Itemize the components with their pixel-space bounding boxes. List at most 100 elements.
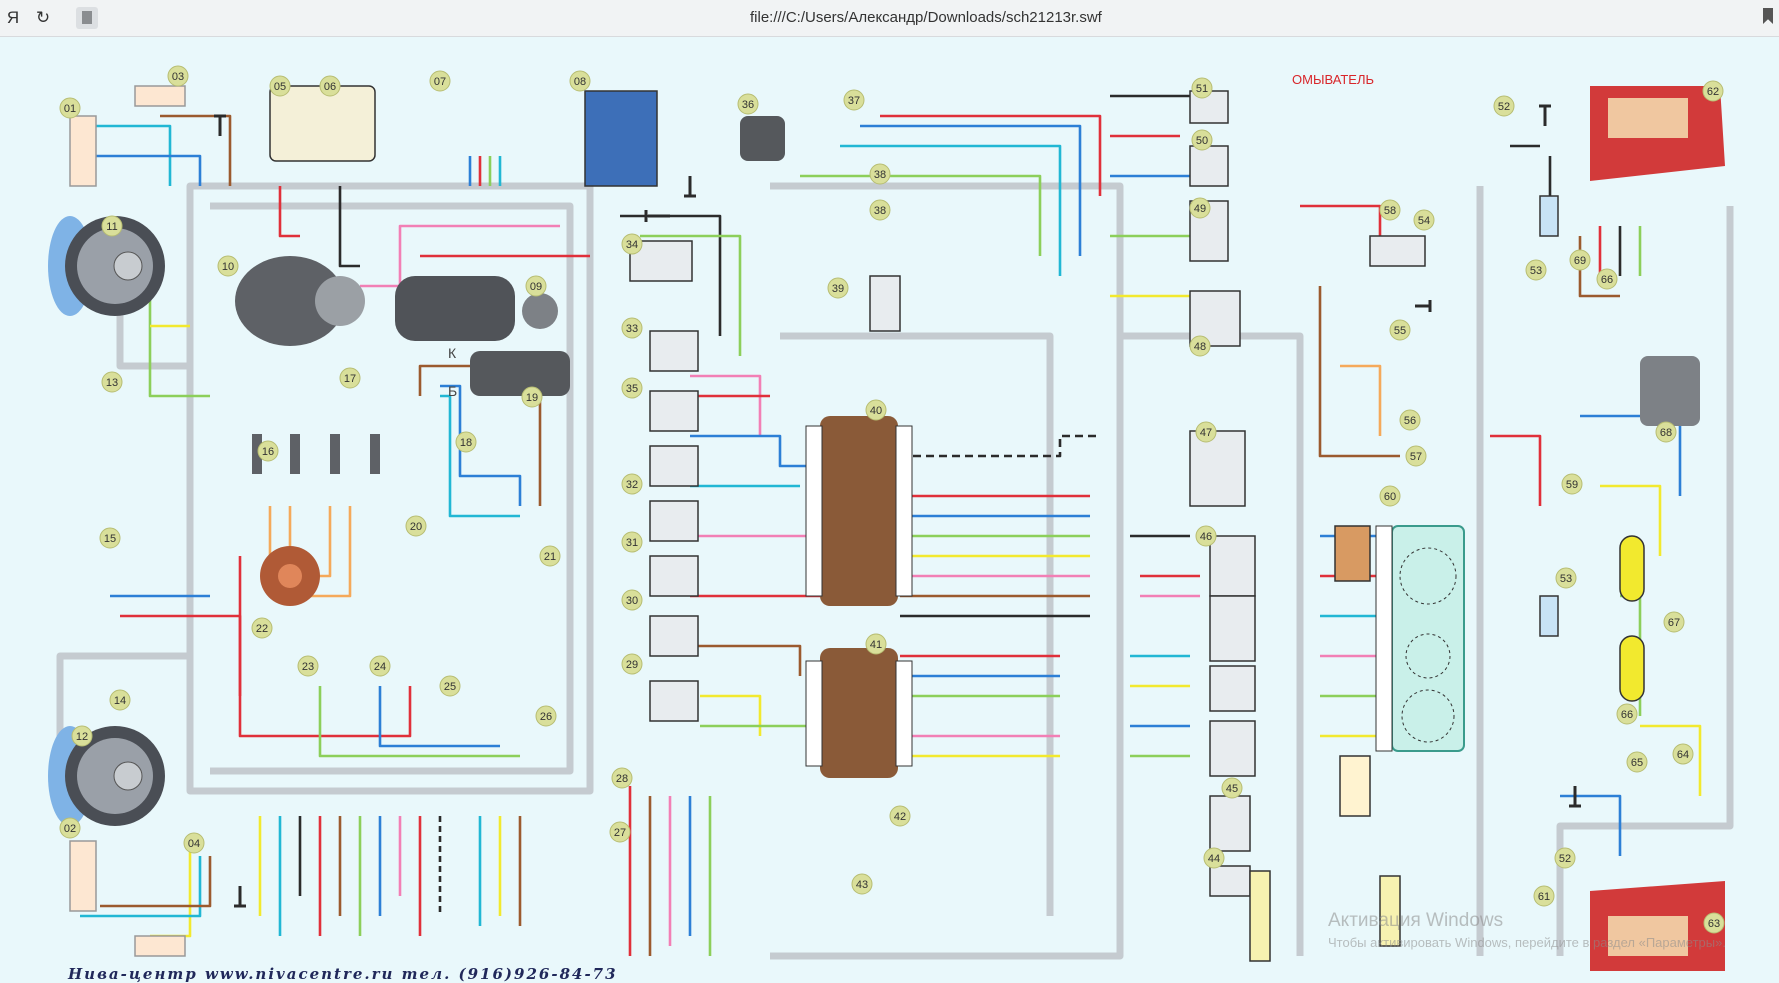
component-number-59: 59 bbox=[1561, 473, 1583, 495]
component-number-17: 17 bbox=[339, 367, 361, 389]
svg-text:30: 30 bbox=[626, 595, 638, 607]
address-bar[interactable]: file:///C:/Users/Александр/Downloads/sch… bbox=[750, 9, 1102, 26]
component-number-45: 45 bbox=[1221, 777, 1243, 799]
component-number-38: 38 bbox=[869, 199, 891, 221]
rear-lamp-top bbox=[1590, 86, 1725, 181]
svg-text:18: 18 bbox=[460, 437, 472, 449]
component-number-09: 09 bbox=[525, 275, 547, 297]
component-number-43: 43 bbox=[851, 873, 873, 895]
footer-contact: Нива-центр www.nivacentre.ru тел. (916)9… bbox=[68, 965, 618, 983]
component-number-37: 37 bbox=[843, 89, 865, 111]
ground-symbols bbox=[214, 104, 1581, 908]
component-number-12: 12 bbox=[71, 725, 93, 747]
svg-text:66: 66 bbox=[1601, 274, 1613, 286]
svg-text:31: 31 bbox=[626, 537, 638, 549]
svg-text:53: 53 bbox=[1530, 265, 1542, 277]
component-number-50: 50 bbox=[1191, 129, 1213, 151]
bookmark-icon[interactable] bbox=[1763, 8, 1773, 24]
svg-text:09: 09 bbox=[530, 281, 542, 293]
fuse-block-41 bbox=[805, 648, 913, 778]
component-number-49: 49 bbox=[1189, 197, 1211, 219]
component-number-41: 41 bbox=[865, 633, 887, 655]
back-button[interactable]: Я bbox=[6, 8, 20, 27]
svg-text:08: 08 bbox=[574, 76, 586, 88]
fan-motor bbox=[740, 116, 785, 161]
svg-text:32: 32 bbox=[626, 479, 638, 491]
svg-text:50: 50 bbox=[1196, 135, 1208, 147]
component-number-65: 65 bbox=[1626, 751, 1648, 773]
svg-text:60: 60 bbox=[1384, 491, 1396, 503]
distributor bbox=[260, 546, 320, 606]
spark-plugs bbox=[252, 434, 380, 474]
svg-text:06: 06 bbox=[324, 81, 336, 93]
component-number-67: 67 bbox=[1663, 611, 1685, 633]
svg-text:62: 62 bbox=[1707, 86, 1719, 98]
terminal-k: К bbox=[448, 345, 457, 361]
windows-activation-text: Чтобы активировать Windows, перейдите в … bbox=[1328, 935, 1726, 950]
component-number-40: 40 bbox=[865, 399, 887, 421]
component-number-56: 56 bbox=[1399, 409, 1421, 431]
svg-text:22: 22 bbox=[256, 623, 268, 635]
component-number-66: 66 bbox=[1596, 268, 1618, 290]
svg-text:66: 66 bbox=[1621, 709, 1633, 721]
component-number-63: 63 bbox=[1703, 912, 1725, 934]
svg-text:53: 53 bbox=[1560, 573, 1572, 585]
component-number-64: 64 bbox=[1672, 743, 1694, 765]
component-number-55: 55 bbox=[1389, 319, 1411, 341]
svg-text:44: 44 bbox=[1208, 853, 1220, 865]
reload-icon[interactable]: ↻ bbox=[35, 8, 51, 27]
alternator bbox=[235, 256, 365, 346]
svg-text:26: 26 bbox=[540, 711, 552, 723]
svg-text:05: 05 bbox=[274, 81, 286, 93]
component-number-48: 48 bbox=[1189, 335, 1211, 357]
svg-text:23: 23 bbox=[302, 661, 314, 673]
component-number-07: 07 bbox=[429, 70, 451, 92]
component-number-26: 26 bbox=[535, 705, 557, 727]
svg-text:13: 13 bbox=[106, 377, 118, 389]
component-number-10: 10 bbox=[217, 255, 239, 277]
svg-text:46: 46 bbox=[1200, 531, 1212, 543]
component-number-24: 24 bbox=[369, 655, 391, 677]
svg-text:69: 69 bbox=[1574, 255, 1586, 267]
component-number-47: 47 bbox=[1195, 421, 1217, 443]
component-number-35: 35 bbox=[621, 377, 643, 399]
component-number-44: 44 bbox=[1203, 847, 1225, 869]
component-number-11: 11 bbox=[101, 215, 123, 237]
component-number-51: 51 bbox=[1191, 77, 1213, 99]
svg-text:48: 48 bbox=[1194, 341, 1206, 353]
svg-text:21: 21 bbox=[544, 551, 556, 563]
svg-text:39: 39 bbox=[832, 283, 844, 295]
svg-text:14: 14 bbox=[114, 695, 126, 707]
component-number-30: 30 bbox=[621, 589, 643, 611]
svg-text:63: 63 bbox=[1708, 918, 1720, 930]
component-number-27: 27 bbox=[609, 821, 631, 843]
starter bbox=[395, 276, 558, 341]
svg-text:41: 41 bbox=[870, 639, 882, 651]
component-number-52: 52 bbox=[1554, 847, 1576, 869]
svg-text:43: 43 bbox=[856, 879, 868, 891]
svg-text:51: 51 bbox=[1196, 83, 1208, 95]
svg-text:02: 02 bbox=[64, 823, 76, 835]
component-number-39: 39 bbox=[827, 277, 849, 299]
component-number-25: 25 bbox=[439, 675, 461, 697]
svg-text:04: 04 bbox=[188, 838, 200, 850]
component-number-02: 02 bbox=[59, 817, 81, 839]
svg-text:65: 65 bbox=[1631, 757, 1643, 769]
ignition-coil bbox=[470, 351, 570, 396]
svg-text:38: 38 bbox=[874, 205, 886, 217]
file-icon bbox=[76, 7, 98, 29]
component-number-46: 46 bbox=[1195, 525, 1217, 547]
svg-text:20: 20 bbox=[410, 521, 422, 533]
instrument-cluster bbox=[1375, 525, 1465, 752]
component-number-53: 53 bbox=[1555, 567, 1577, 589]
svg-text:12: 12 bbox=[76, 731, 88, 743]
component-number-32: 32 bbox=[621, 473, 643, 495]
browser-toolbar: Я ↻ file:///C:/Users/Александр/Downloads… bbox=[0, 0, 1779, 37]
svg-text:01: 01 bbox=[64, 103, 76, 115]
component-number-36: 36 bbox=[737, 93, 759, 115]
component-number-03: 03 bbox=[167, 65, 189, 87]
svg-text:61: 61 bbox=[1538, 891, 1550, 903]
component-number-18: 18 bbox=[455, 431, 477, 453]
headlight-left-top bbox=[48, 216, 165, 316]
